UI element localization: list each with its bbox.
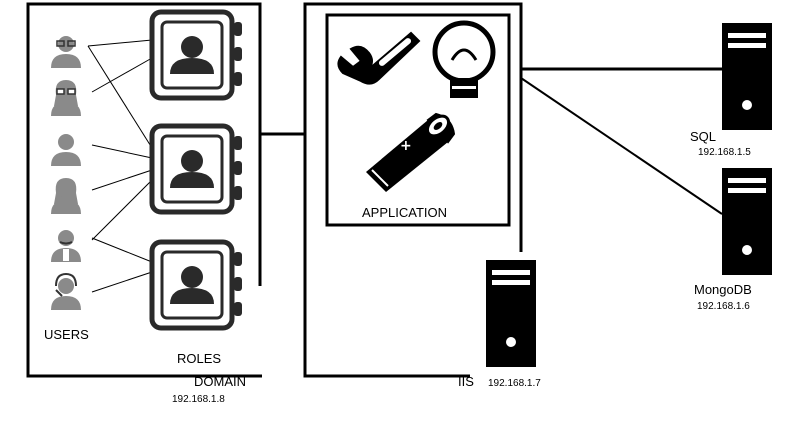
users-label: USERS: [44, 327, 89, 342]
wrench-icon: [337, 31, 421, 85]
user-glasses-female-icon: [51, 80, 81, 116]
iis-label: IIS: [458, 374, 474, 389]
battery-icon: +: [366, 112, 456, 192]
svg-text:+: +: [400, 138, 412, 154]
mongodb-label: MongoDB: [694, 282, 752, 297]
role-contact-book-icon: [152, 12, 242, 98]
user-role-connections: [87, 39, 153, 293]
domain-label: DOMAIN: [194, 374, 246, 389]
roles-label: ROLES: [177, 351, 222, 366]
user-headset-icon: [51, 272, 81, 310]
application-box: [325, 13, 511, 227]
application-label: APPLICATION: [362, 205, 448, 220]
user-female-icon: [51, 178, 81, 214]
server-tower-icon: [722, 23, 772, 130]
user-male-icon: [51, 134, 81, 166]
sql-label: SQL: [690, 129, 717, 144]
iis-ip: 192.168.1.7: [488, 378, 541, 389]
domain-ip: 192.168.1.8: [172, 394, 225, 405]
user-glasses-male-icon: [51, 36, 81, 68]
server-tower-icon: [486, 260, 536, 367]
role-contact-book-icon: [152, 242, 242, 328]
role-contact-book-icon: [152, 126, 242, 212]
user-mustache-icon: [51, 230, 81, 262]
mongodb-ip: 192.168.1.6: [697, 301, 750, 312]
iis-boundary: [303, 2, 523, 378]
domain-boundary: [26, 2, 262, 378]
sql-ip: 192.168.1.5: [698, 147, 751, 158]
server-tower-icon: [722, 168, 772, 275]
light-bulb-icon: [432, 20, 496, 98]
app-mongodb-link: [520, 77, 723, 215]
